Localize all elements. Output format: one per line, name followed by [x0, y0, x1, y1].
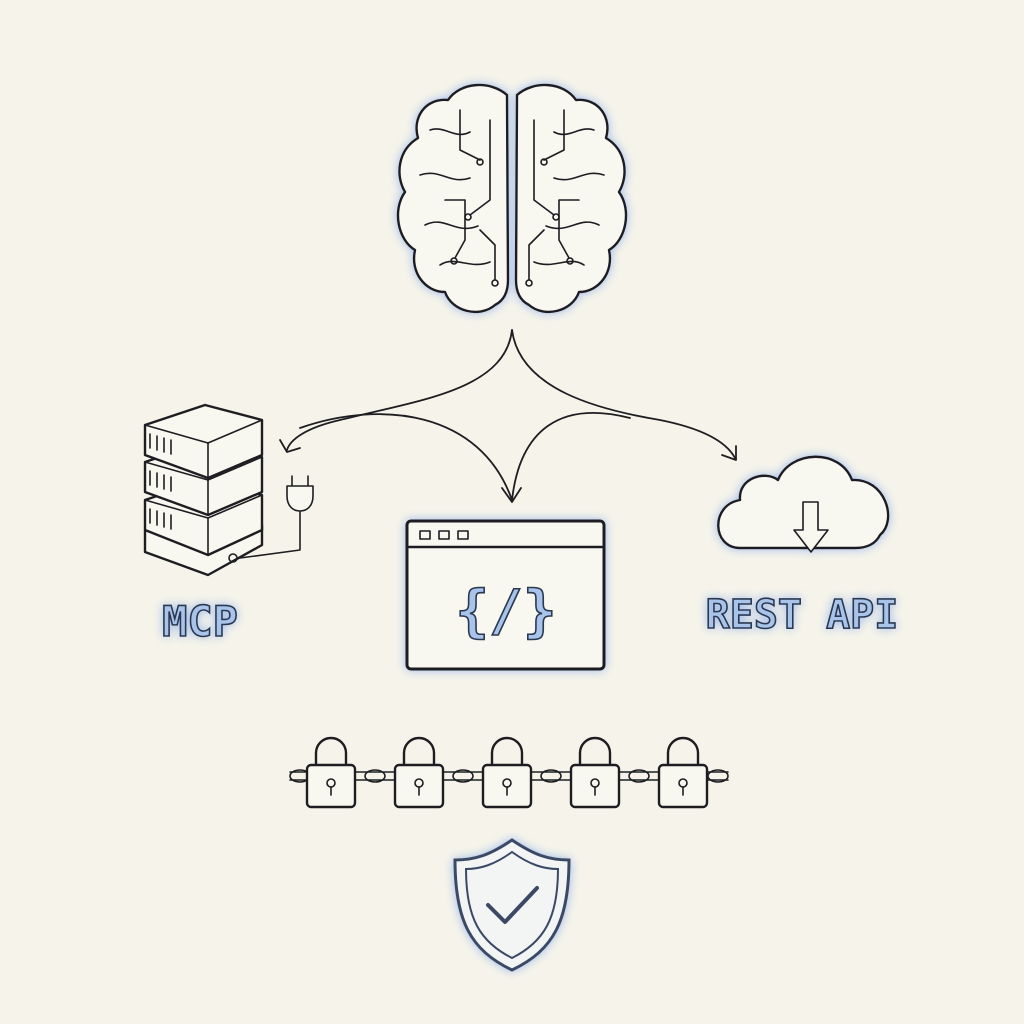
code-symbol-label: {/} [455, 579, 556, 644]
plug-icon [228, 475, 314, 563]
brain-icon [396, 83, 628, 314]
browser-code-icon [405, 519, 606, 671]
mcp-label: MCP [162, 597, 238, 646]
padlock-chain-icon [289, 736, 729, 809]
server-icon [143, 403, 264, 577]
shield-check-icon [453, 838, 571, 972]
padlock [305, 736, 709, 809]
connection-arrows [279, 329, 737, 503]
rest-api-label: REST API [706, 592, 899, 638]
cloud-download-icon [717, 455, 890, 553]
